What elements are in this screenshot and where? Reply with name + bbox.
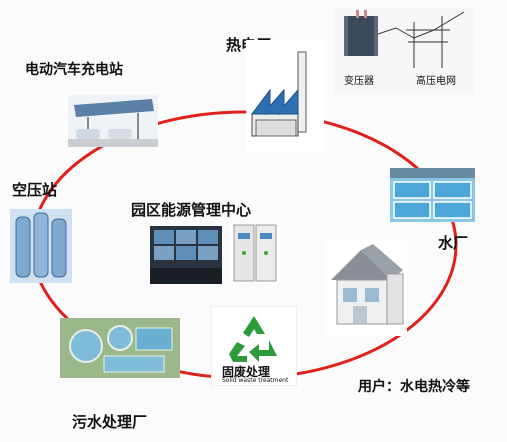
control-room-image	[150, 226, 222, 284]
thermal-plant-image	[246, 40, 324, 152]
grid-image	[334, 8, 474, 94]
label-hv-grid: 高压电网	[416, 76, 456, 87]
sewage-plant-image	[60, 318, 180, 378]
label-air-compression: 空压站	[12, 181, 58, 199]
ev-charging-image	[68, 95, 158, 147]
label-users: 用户：水电热冷等	[358, 379, 470, 395]
house-image	[325, 240, 407, 336]
recycle-icon	[229, 316, 277, 362]
center-title: 园区能源管理中心	[131, 201, 252, 219]
water-plant-image	[390, 168, 475, 222]
solid-waste-title: 固废处理	[222, 365, 271, 379]
solid-waste-image	[211, 306, 297, 386]
label-transformer: 变压器	[344, 76, 374, 87]
air-compression-image	[10, 209, 72, 283]
label-ev-charging: 电动汽车充电站	[25, 62, 123, 78]
solid-waste-subtitle: Solid waste treatment	[222, 377, 289, 384]
label-water-plant: 水厂	[438, 234, 469, 252]
server-cabinet-image	[230, 223, 280, 283]
label-sewage-plant: 污水处理厂	[72, 413, 148, 431]
